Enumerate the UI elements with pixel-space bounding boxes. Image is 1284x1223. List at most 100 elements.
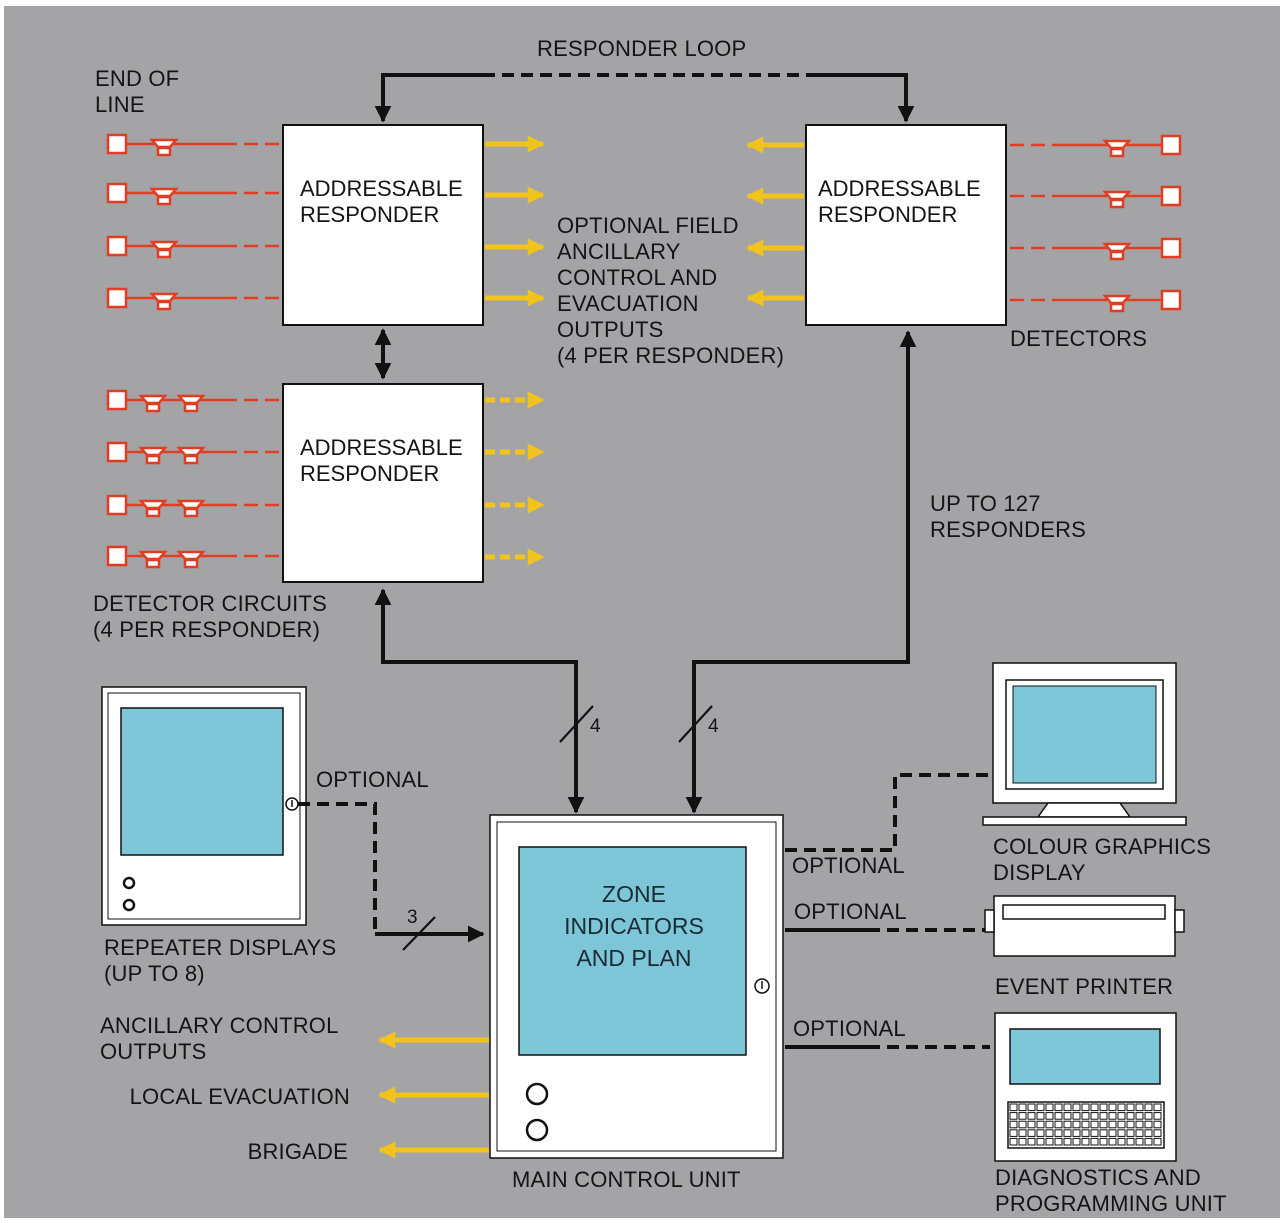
keyboard-key	[1108, 1137, 1117, 1146]
repeater-screen	[120, 707, 284, 856]
ancillary-outputs-label-line1: ANCILLARY CONTROL	[100, 1013, 339, 1038]
keyboard-key	[1135, 1129, 1144, 1137]
display-screen	[1012, 685, 1157, 784]
keyboard-key	[1144, 1120, 1153, 1129]
ancillary-outputs-label-line2: OUTPUTS	[100, 1039, 207, 1064]
colour-graphics-display	[785, 662, 1187, 852]
zone-indicator-screen	[518, 846, 747, 1056]
keyboard-key	[1027, 1129, 1036, 1137]
responder-box-1	[282, 124, 484, 326]
end-of-line-icon	[1160, 185, 1182, 207]
responder-3-label-line2: RESPONDER	[818, 202, 957, 227]
keyboard-key	[1027, 1137, 1036, 1146]
responder-loop-label: RESPONDER LOOP	[537, 36, 746, 61]
optional-outputs-line1: OPTIONAL FIELD	[557, 213, 739, 238]
end-of-line-icon	[106, 441, 128, 463]
keyboard-key	[1144, 1103, 1153, 1112]
optional-outputs-line2: ANCILLARY	[557, 239, 681, 264]
detector-icon	[149, 138, 179, 149]
keyboard-key	[1063, 1103, 1072, 1112]
keyboard-key	[1090, 1129, 1099, 1137]
keyboard-key	[1153, 1112, 1162, 1120]
keyboard-key	[1009, 1120, 1018, 1129]
keyboard-key	[1081, 1129, 1090, 1137]
detector-icon	[1102, 294, 1132, 305]
detector-icon	[138, 550, 168, 561]
keyboard-key	[1054, 1112, 1063, 1120]
keyboard-key	[1153, 1120, 1162, 1129]
detector-icon	[149, 292, 179, 303]
keyboard-key	[1126, 1129, 1135, 1137]
bus-line-right	[685, 330, 917, 814]
diagnostics-label-line1: DIAGNOSTICS AND	[995, 1165, 1201, 1190]
detector-icon	[183, 454, 199, 465]
diagnostics-unit	[785, 1012, 1177, 1162]
diagnostics-screen	[1009, 1028, 1161, 1085]
keyboard-key	[1108, 1129, 1117, 1137]
end-of-line-icon	[106, 182, 128, 204]
keyboard-key	[1099, 1103, 1108, 1112]
detector-icon	[145, 402, 161, 413]
bus-count-left: 4	[590, 716, 601, 737]
detector-circuits-responder-1	[106, 133, 283, 311]
repeater-bus-slash	[402, 916, 436, 951]
zone-label-line3: AND PLAN	[576, 945, 691, 971]
detector-icon	[176, 446, 206, 457]
optional-outputs-line6: (4 PER RESPONDER)	[557, 343, 784, 368]
main-control-unit	[489, 814, 784, 1159]
keyboard-key	[1009, 1137, 1018, 1146]
detector-icon	[1109, 302, 1125, 313]
keyboard-key	[1153, 1129, 1162, 1137]
keyboard-key	[1027, 1112, 1036, 1120]
keyboard-key	[1144, 1137, 1153, 1146]
detector-circuits-label-line1: DETECTOR CIRCUITS	[93, 591, 327, 616]
repeater-optional-label: OPTIONAL	[316, 767, 429, 792]
printer-optional-label: OPTIONAL	[794, 899, 907, 924]
repeater-led	[122, 898, 136, 912]
keyboard-key	[1126, 1120, 1135, 1129]
bus-line-left	[374, 588, 585, 814]
detector-icon	[176, 499, 206, 510]
keyboard-key	[1081, 1112, 1090, 1120]
keyboard-key	[1108, 1120, 1117, 1129]
repeater-optional-link	[298, 802, 377, 934]
repeater-label-line2: (UP TO 8)	[104, 961, 205, 986]
detector-icon	[138, 446, 168, 457]
keyboard-key	[1135, 1112, 1144, 1120]
detector-icon	[1102, 139, 1132, 150]
keyboard-key	[1090, 1112, 1099, 1120]
detector-icon	[145, 454, 161, 465]
keyboard-key	[1072, 1137, 1081, 1146]
end-of-line-icon	[106, 545, 128, 567]
keyboard-key	[1063, 1137, 1072, 1146]
end-of-line-icon	[106, 494, 128, 516]
keyboard-key	[1054, 1129, 1063, 1137]
optional-outputs-label: OPTIONAL FIELD ANCILLARY CONTROL AND EVA…	[557, 213, 784, 368]
end-of-line-label-line1: END OF	[95, 66, 179, 91]
keyboard-key	[1153, 1137, 1162, 1146]
detector-icon	[156, 195, 172, 206]
keyboard-key	[1072, 1120, 1081, 1129]
keyboard-key	[1081, 1103, 1090, 1112]
bus-slash-left	[559, 705, 594, 743]
repeater-led	[122, 876, 136, 890]
end-of-line-icon	[1160, 289, 1182, 311]
keyboard-key	[1018, 1120, 1027, 1129]
detector-icon	[183, 402, 199, 413]
responder-loop	[374, 73, 915, 123]
keyboard-key	[1153, 1103, 1162, 1112]
end-of-line-icon	[106, 133, 128, 155]
keyboard-key	[1135, 1137, 1144, 1146]
detector-icon	[176, 394, 206, 405]
optional-outputs-line5: OUTPUTS	[557, 317, 664, 342]
keyboard-key	[1027, 1120, 1036, 1129]
end-of-line-label-line2: LINE	[95, 92, 145, 117]
diagnostics-label-line2: PROGRAMMING UNIT	[995, 1191, 1227, 1216]
detector-icon	[138, 394, 168, 405]
keyboard-key	[1126, 1103, 1135, 1112]
keyboard-key	[1036, 1120, 1045, 1129]
detector-icon	[183, 507, 199, 518]
keyboard-key	[1126, 1137, 1135, 1146]
keyboard-key	[1108, 1112, 1117, 1120]
keyboard-key	[1018, 1103, 1027, 1112]
